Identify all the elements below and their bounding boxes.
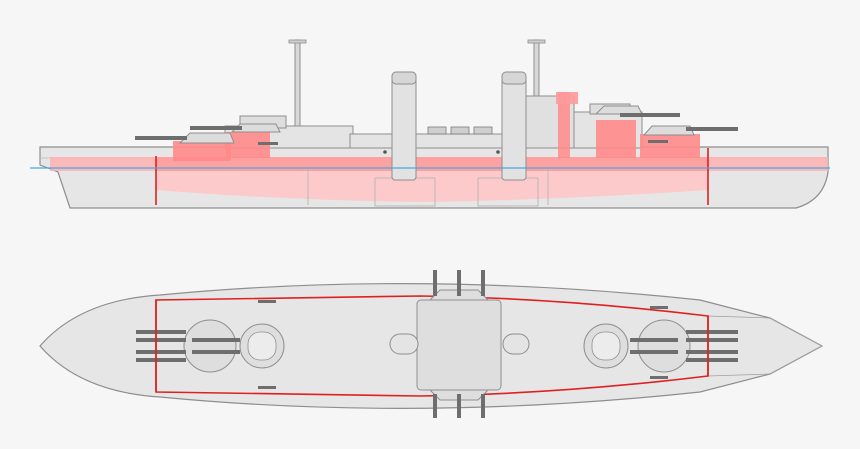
aft-funnel [501,77,527,181]
plan-fore-funnel [389,333,419,355]
plan-superstructure [416,299,502,391]
superstructure [224,95,643,154]
plan-aft-turrets [583,319,691,373]
funnels [391,71,527,181]
plan-fore-turrets [183,319,285,373]
plan-view [39,270,824,418]
main-mast [533,39,540,101]
masts [288,39,546,133]
plan-fore-gun-barrels [136,300,276,389]
side-elevation-view [30,39,830,209]
plan-aft-funnel [502,333,530,355]
plan-aft-gun-barrels [630,306,738,379]
fore-mast [294,39,301,133]
plan-midship-guns [433,270,485,418]
side-armor-citadel [173,92,700,161]
aft-citadel-armor [596,120,636,158]
lower-armor-belt [156,170,708,202]
aft-control-tower-armor [558,92,570,158]
fore-barbette-armor [173,141,231,161]
fore-funnel [391,77,417,181]
side-gun-barrels [135,113,738,145]
